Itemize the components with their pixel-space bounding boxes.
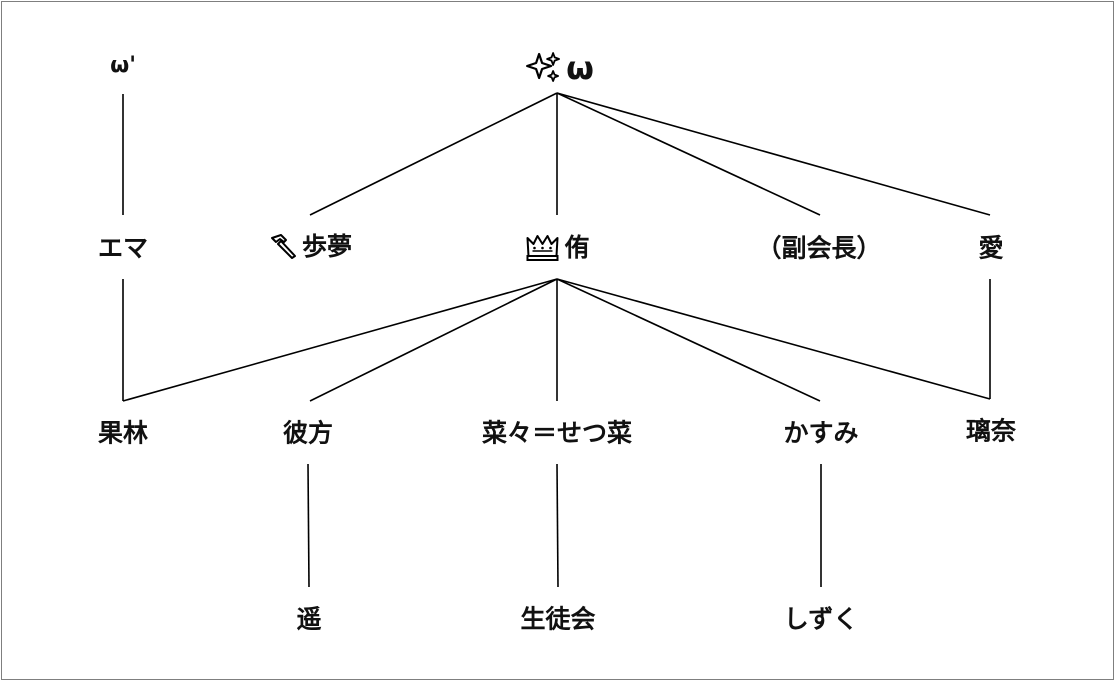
node-yu-label: 侑 bbox=[564, 232, 590, 262]
edge-nana-student_council bbox=[556, 463, 559, 588]
node-rina-label: 璃奈 bbox=[965, 416, 1017, 446]
node-ayumu: 歩夢 bbox=[268, 232, 352, 260]
node-kanata-label: 彼方 bbox=[282, 418, 334, 448]
node-omega-prime-label: ω' bbox=[110, 53, 136, 78]
edge-kanata-haruka bbox=[307, 463, 310, 588]
crown-icon bbox=[524, 232, 560, 262]
edge-omega-ai bbox=[556, 92, 991, 216]
hammer-icon bbox=[268, 232, 298, 260]
node-haruka: 遥 bbox=[296, 607, 321, 632]
node-ema: エマ bbox=[98, 236, 148, 261]
edge-omega-vice_president bbox=[556, 92, 821, 216]
node-student-council-label: 生徒会 bbox=[520, 604, 596, 634]
node-kasumi: かすみ bbox=[783, 421, 858, 446]
node-ai: 愛 bbox=[978, 236, 1003, 261]
node-nana-label: 菜々＝せつ菜 bbox=[481, 418, 633, 448]
node-vice-president-label: （副会長） bbox=[756, 233, 882, 263]
node-karin-label: 果林 bbox=[97, 418, 149, 448]
node-omega: ω bbox=[526, 50, 594, 86]
node-omega-prime: ω' bbox=[110, 55, 136, 77]
edge-omega-ayumu bbox=[309, 92, 558, 216]
node-omega-label: ω bbox=[566, 49, 594, 87]
node-rina: 璃奈 bbox=[966, 419, 1016, 444]
node-haruka-label: 遥 bbox=[296, 604, 322, 634]
node-kasumi-label: かすみ bbox=[783, 418, 859, 448]
node-student-council: 生徒会 bbox=[520, 607, 595, 632]
node-ayumu-label: 歩夢 bbox=[301, 231, 353, 261]
node-shizuku-label: しずく bbox=[783, 604, 859, 634]
node-ai-label: 愛 bbox=[978, 233, 1004, 263]
node-shizuku: しずく bbox=[784, 607, 859, 632]
edge-yu-kanata bbox=[309, 278, 558, 402]
edge-yu-rina bbox=[556, 278, 991, 400]
node-nana: 菜々＝せつ菜 bbox=[482, 421, 632, 446]
node-kanata: 彼方 bbox=[283, 421, 333, 446]
node-karin: 果林 bbox=[98, 421, 148, 446]
node-yu: 侑 bbox=[524, 232, 590, 262]
sparkles-icon bbox=[526, 50, 562, 86]
edge-yu-kasumi bbox=[556, 278, 821, 402]
node-ema-label: エマ bbox=[97, 233, 149, 263]
node-vice-president: （副会長） bbox=[756, 236, 881, 261]
edge-yu-karin bbox=[122, 278, 558, 402]
